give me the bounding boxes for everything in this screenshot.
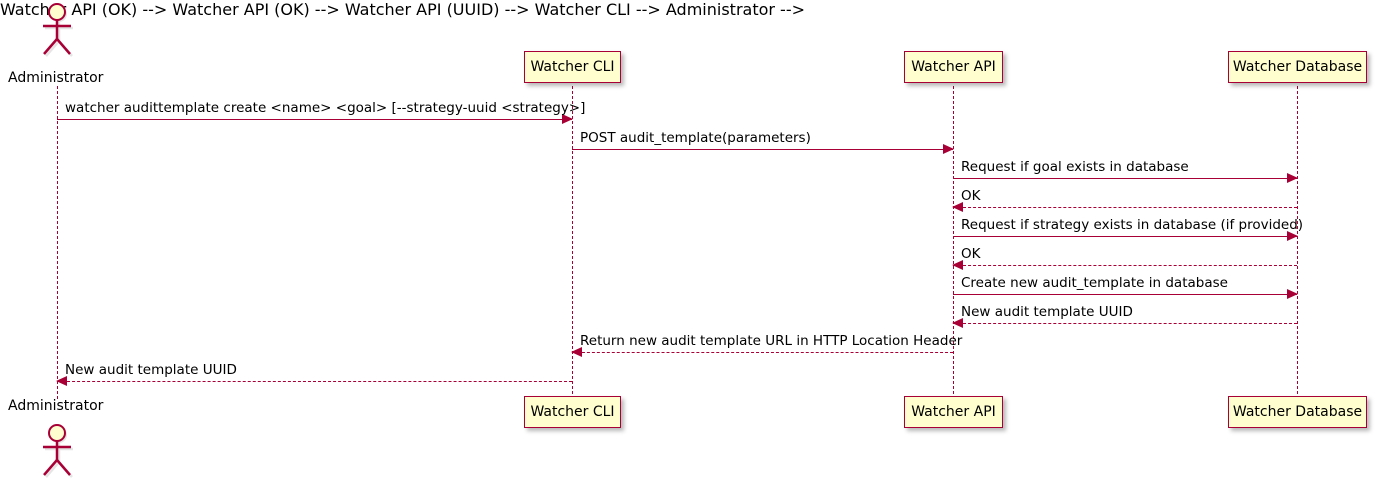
participant-label-watcher-cli-bottom: Watcher CLI [530, 404, 615, 420]
participant-label-watcher-api-bottom: Watcher API [911, 404, 996, 420]
arrowhead-left-icon [952, 202, 963, 212]
actor-administrator-top [35, 3, 79, 59]
actor-administrator-bottom [35, 424, 79, 480]
participant-label-watcher-database: Watcher Database [1232, 59, 1363, 75]
arrowhead-right-icon [1287, 173, 1298, 183]
participant-box-watcher-database-top[interactable]: Watcher Database [1228, 51, 1367, 83]
lifeline-watcher-api [953, 86, 954, 399]
lifeline-administrator [57, 86, 58, 399]
message-line [57, 119, 572, 120]
message-label: Return new audit template URL in HTTP Lo… [580, 332, 963, 349]
message-line [953, 323, 1297, 324]
participant-box-watcher-api-top[interactable]: Watcher API [904, 51, 1003, 83]
arrowhead-right-icon [943, 144, 954, 154]
message-label: watcher audittemplate create <name> <goa… [65, 99, 586, 116]
message-label: OK [961, 187, 981, 204]
arrowhead-right-icon [562, 114, 573, 124]
message-label: New audit template UUID [961, 303, 1133, 320]
participant-box-watcher-cli-bottom[interactable]: Watcher CLI [524, 396, 621, 428]
arrowhead-left-icon [952, 260, 963, 270]
lifeline-watcher-database [1297, 86, 1298, 399]
message-label: Request if goal exists in database [961, 158, 1189, 175]
arrowhead-left-icon [952, 318, 963, 328]
actor-label-administrator-top: Administrator [8, 70, 104, 86]
message-line [953, 178, 1297, 179]
participant-label-watcher-api: Watcher API [911, 59, 996, 75]
message-line [953, 207, 1297, 208]
participant-box-watcher-database-bottom[interactable]: Watcher Database [1228, 396, 1367, 428]
participant-label-watcher-database-bottom: Watcher Database [1232, 404, 1363, 420]
message-line [953, 294, 1297, 295]
message-line [953, 236, 1297, 237]
arrowhead-left-icon [571, 347, 582, 357]
message-label: POST audit_template(parameters) [580, 129, 811, 146]
message-line [57, 381, 572, 382]
lifeline-watcher-cli [572, 86, 573, 399]
arrowhead-right-icon [1287, 231, 1298, 241]
participant-box-watcher-cli-top[interactable]: Watcher CLI [524, 51, 621, 83]
message-label: New audit template UUID [65, 361, 237, 378]
participant-label-watcher-cli: Watcher CLI [530, 59, 615, 75]
participant-box-watcher-api-bottom[interactable]: Watcher API [904, 396, 1003, 428]
actor-label-administrator-bottom: Administrator [8, 398, 104, 414]
message-line [572, 149, 953, 150]
message-label: Create new audit_template in database [961, 274, 1228, 291]
message-line [953, 265, 1297, 266]
arrowhead-left-icon [56, 376, 67, 386]
arrowhead-right-icon [1287, 289, 1298, 299]
message-label: OK [961, 245, 981, 262]
message-line [572, 352, 953, 353]
message-label: Request if strategy exists in database (… [961, 216, 1304, 233]
